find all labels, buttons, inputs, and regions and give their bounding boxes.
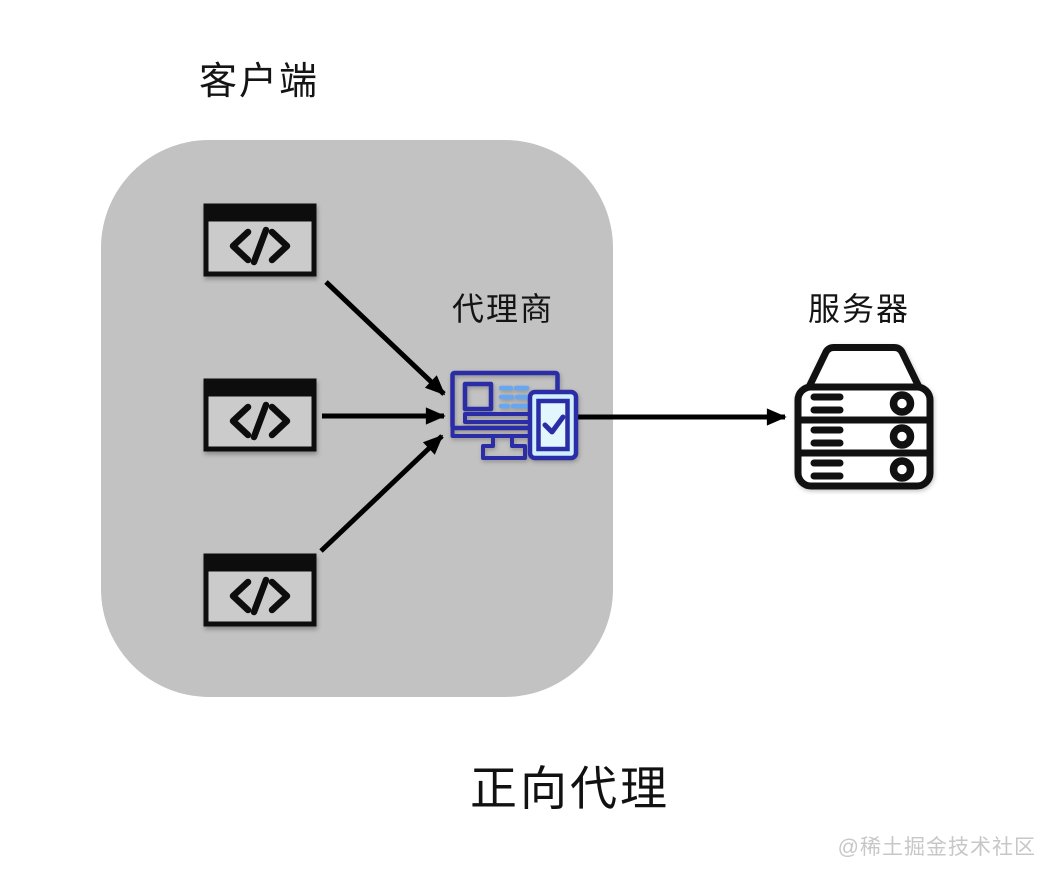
code-window-icon [203,378,317,452]
code-glyph [229,401,291,441]
watermark: @稀土掘金技术社区 [837,836,1036,859]
server-status-dots [889,391,915,482]
code-window-icon [203,553,317,627]
server-label: 服务器 [808,291,911,327]
code-glyph [229,576,291,616]
proxy-label: 代理商 [452,291,555,327]
check-icon [542,414,566,435]
client-group-container [101,140,613,697]
diagram-title: 正向代理 [470,762,670,815]
code-window-icon [203,203,317,277]
screen-text-lines [498,385,530,409]
client-group-label: 客户端 [199,61,320,103]
drive-slot-lines [810,393,844,480]
phone-with-check [527,389,579,461]
proxy-monitor-phone-icon [450,370,579,461]
server-rack-icon [794,344,934,490]
code-glyph [229,226,291,266]
